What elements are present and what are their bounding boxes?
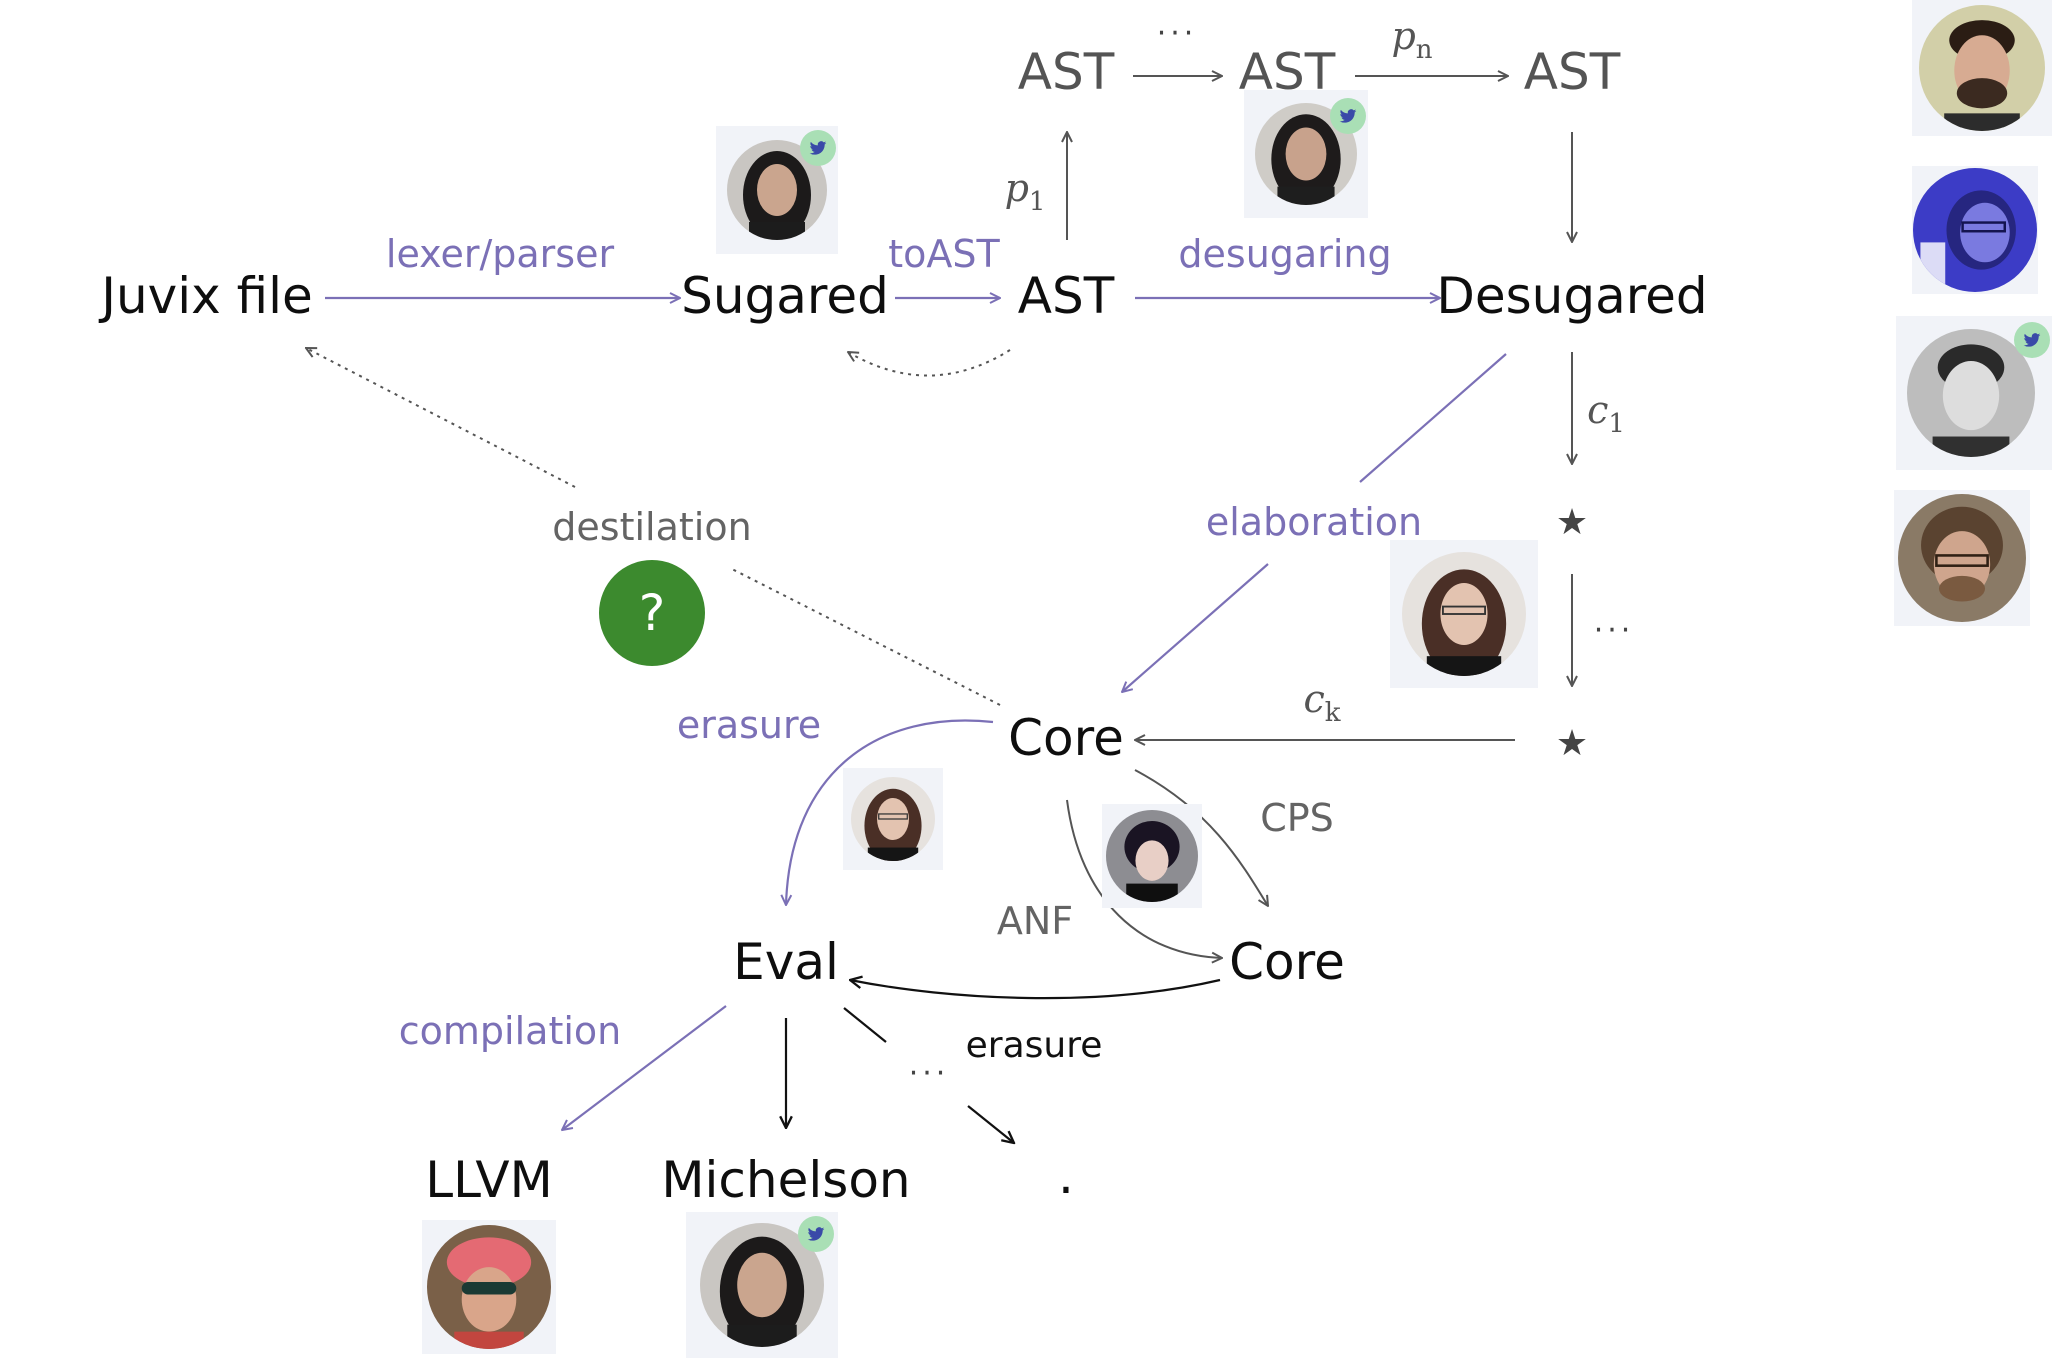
node-ast: AST: [1017, 267, 1115, 325]
edge-destilation-a: [729, 567, 1001, 706]
avatar-elaboration: [1390, 540, 1538, 688]
edge-eval-dots-b: [967, 1105, 1014, 1143]
unknown-contributor-badge: ?: [599, 560, 705, 666]
node-ast-top-3: AST: [1523, 43, 1621, 101]
label-lexer-parser: lexer/parser: [385, 232, 615, 276]
avatar-photo: [851, 777, 935, 861]
edge-ast-sugared-dotted: [848, 349, 1011, 377]
edge-destilation-b: [306, 348, 576, 488]
avatar-photo: [1255, 103, 1357, 205]
label-c1: c1: [1587, 388, 1625, 439]
node-michelson: Michelson: [661, 1151, 911, 1209]
edge-anf: [1066, 799, 1222, 958]
avatar-photo: [700, 1223, 824, 1347]
label-elaboration: elaboration: [1205, 500, 1423, 544]
node-core-2: Core: [1229, 933, 1345, 991]
node-llvm: LLVM: [425, 1151, 553, 1209]
label-erasure-eval: erasure: [965, 1025, 1103, 1066]
label-anf: ANF: [996, 899, 1074, 943]
node-star-2: ★: [1555, 723, 1589, 764]
node-juvix-file: Juvix file: [101, 267, 313, 325]
avatar-erasure: [843, 768, 943, 870]
node-ast-top-2: AST: [1238, 43, 1336, 101]
avatar-photo: [1907, 329, 2035, 457]
avatar-photo: [1919, 5, 2045, 131]
label-ck: ck: [1303, 677, 1341, 728]
node-eval: Eval: [733, 933, 839, 991]
node-dot: .: [1058, 1147, 1074, 1205]
avatar-photo: [1106, 810, 1198, 902]
twitter-icon: [798, 1216, 834, 1252]
label-to-ast: toAST: [888, 232, 1000, 276]
avatar-llvm: [422, 1220, 556, 1354]
node-core: Core: [1008, 709, 1124, 767]
label-pn: pn: [1391, 14, 1433, 65]
label-cps: CPS: [1260, 796, 1334, 840]
edge-core2-eval: [850, 980, 1221, 1000]
avatar-sugared: [716, 126, 838, 254]
edge-erasure-core-eval: [786, 719, 994, 905]
label-right-dots: ···: [1593, 613, 1635, 648]
avatar-side-4: [1894, 490, 2030, 626]
avatar-photo: [727, 140, 827, 240]
avatar-photo: [427, 1225, 551, 1349]
edge-elaboration-b: [1122, 563, 1269, 692]
avatar-side-1: [1912, 0, 2052, 136]
twitter-icon: [2014, 322, 2050, 358]
node-ast-top-1: AST: [1017, 43, 1115, 101]
node-sugared: Sugared: [681, 267, 889, 325]
label-bottom-dots: ···: [908, 1056, 950, 1091]
label-top-dots: ···: [1156, 16, 1198, 51]
label-erasure-core: erasure: [676, 703, 822, 747]
label-compilation: compilation: [398, 1009, 622, 1053]
avatar-core-anf: [1102, 804, 1202, 908]
avatar-photo: [1913, 168, 2037, 292]
label-p1: p1: [1004, 166, 1046, 217]
avatar-photo: [1898, 494, 2026, 622]
node-desugared: Desugared: [1436, 267, 1708, 325]
avatar-ast-top: [1244, 90, 1368, 218]
avatar-side-2: [1912, 166, 2038, 294]
label-desugaring: desugaring: [1178, 232, 1392, 276]
edge-compilation: [562, 1005, 727, 1130]
edge-cps: [1134, 769, 1268, 906]
edge-eval-dots-a: [843, 1007, 887, 1043]
avatar-michelson: [686, 1212, 838, 1358]
label-destilation: destilation: [552, 505, 752, 549]
edge-elaboration-a: [1359, 353, 1507, 483]
twitter-icon: [1330, 98, 1366, 134]
twitter-icon: [800, 130, 836, 166]
avatar-photo: [1402, 552, 1526, 676]
avatar-side-3: [1896, 316, 2052, 470]
node-star-1: ★: [1555, 502, 1589, 543]
